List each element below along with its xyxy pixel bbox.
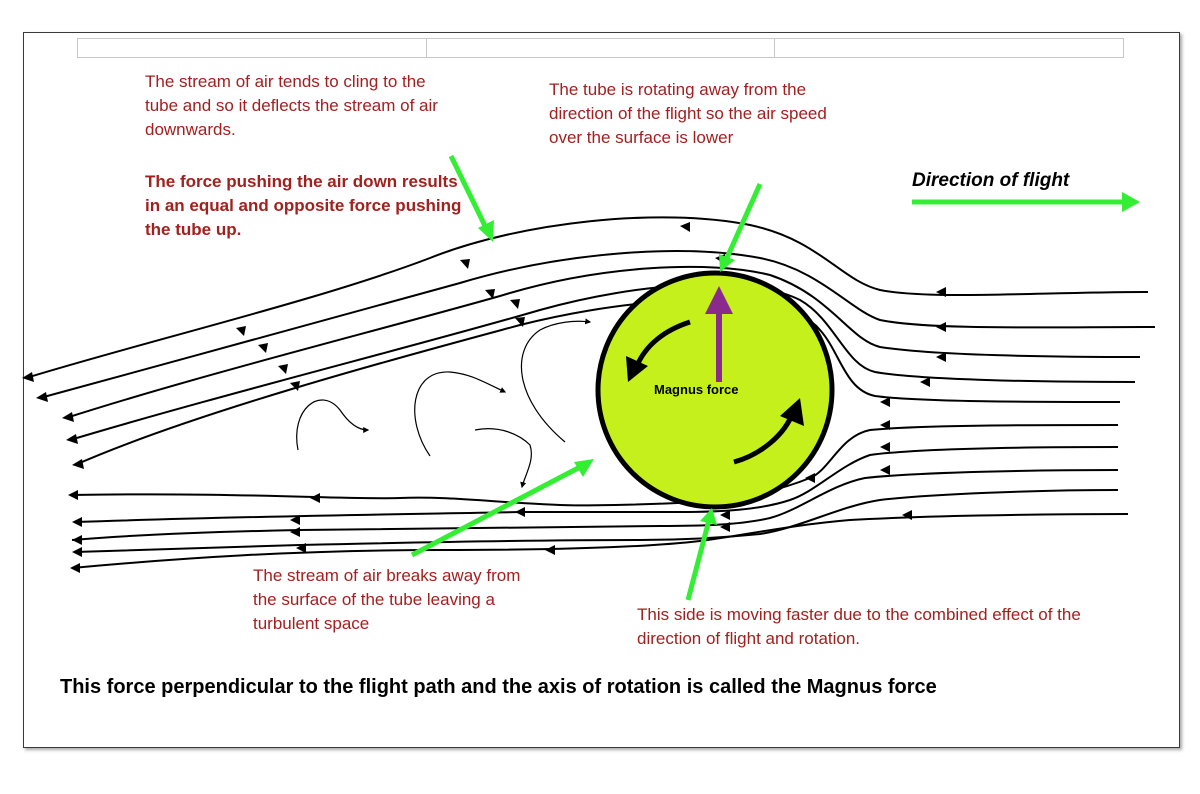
streamline-arrowheads [22, 222, 946, 573]
arrowhead [936, 287, 946, 297]
arrowhead [66, 434, 78, 444]
arrowhead [460, 259, 470, 269]
pointer-arrows [410, 154, 1124, 601]
arrowhead [880, 420, 890, 430]
pointer-arrow-faster [685, 519, 712, 601]
rotation-arrowhead [626, 356, 648, 382]
arrowhead [236, 326, 246, 336]
arrowhead [515, 317, 525, 327]
arrowhead [920, 377, 930, 387]
arrowhead [515, 507, 525, 517]
arrowhead [22, 372, 34, 382]
arrowhead [258, 343, 268, 353]
magnus-arrowhead [705, 286, 733, 314]
arrowhead [290, 527, 300, 537]
streamline [74, 489, 1119, 553]
streamline [25, 216, 1149, 379]
eddy-curl [414, 371, 507, 457]
arrowhead [936, 322, 946, 332]
arrowhead [574, 459, 594, 477]
arrowhead [485, 289, 495, 299]
header-cell [427, 39, 776, 57]
arrowhead [72, 517, 82, 527]
rotation-arrowhead [780, 398, 804, 426]
arrowhead [545, 545, 555, 555]
note-cling: The stream of air tends to cling to the … [145, 72, 438, 139]
arrowhead [310, 493, 320, 503]
arrowhead [290, 381, 300, 391]
streamlines-upper [25, 216, 1156, 466]
arrowhead [478, 220, 494, 242]
pointer-arrowheads [478, 192, 1140, 525]
note-rotating-away: The tube is rotating away from the direc… [549, 80, 827, 147]
note-force-down: The force pushing the air down results i… [145, 172, 462, 239]
direction-arrowhead [1122, 192, 1140, 212]
arrowhead [720, 510, 730, 520]
arrowhead [68, 490, 78, 500]
eddy-curl [520, 318, 592, 443]
arrowhead [72, 459, 84, 469]
streamline [71, 513, 1129, 569]
arrowhead [70, 563, 80, 573]
header-bar [77, 38, 1124, 58]
header-cell [78, 39, 427, 57]
streamline [74, 446, 1119, 523]
note-breaks-away: The stream of air breaks away from the s… [253, 566, 521, 633]
arrowhead [72, 535, 82, 545]
note-faster-side: This side is moving faster due to the co… [637, 605, 1081, 648]
arrowhead [296, 543, 306, 553]
arrowhead [62, 412, 74, 422]
arrowhead [290, 515, 300, 525]
caption: This force perpendicular to the flight p… [60, 676, 937, 698]
arrowhead [880, 465, 890, 475]
arrowhead [902, 510, 912, 520]
arrowhead [510, 299, 520, 309]
arrowhead [36, 392, 48, 402]
streamline [71, 469, 1119, 541]
arrowhead [720, 522, 730, 532]
pointer-arrow-cling [448, 154, 491, 234]
arrowhead [700, 508, 717, 525]
arrowhead [936, 352, 946, 362]
pointer-arrow-rotating [723, 182, 763, 262]
turbulence-curls [296, 318, 592, 489]
arrowhead [72, 547, 82, 557]
arrowhead [805, 473, 815, 483]
streamlines-lower [69, 424, 1129, 569]
magnus-force-label: Magnus force [654, 382, 739, 397]
arrowhead [278, 364, 288, 374]
arrowhead [719, 254, 735, 272]
streamline [69, 424, 1119, 507]
arrowhead [880, 442, 890, 452]
direction-of-flight-label: Direction of flight [912, 170, 1070, 191]
eddy-curl [474, 428, 532, 489]
arrowhead [880, 397, 890, 407]
eddy-curl [296, 399, 370, 451]
pointer-arrow-breakaway [410, 463, 584, 558]
arrowhead [680, 222, 690, 232]
tube-ball [595, 270, 835, 510]
